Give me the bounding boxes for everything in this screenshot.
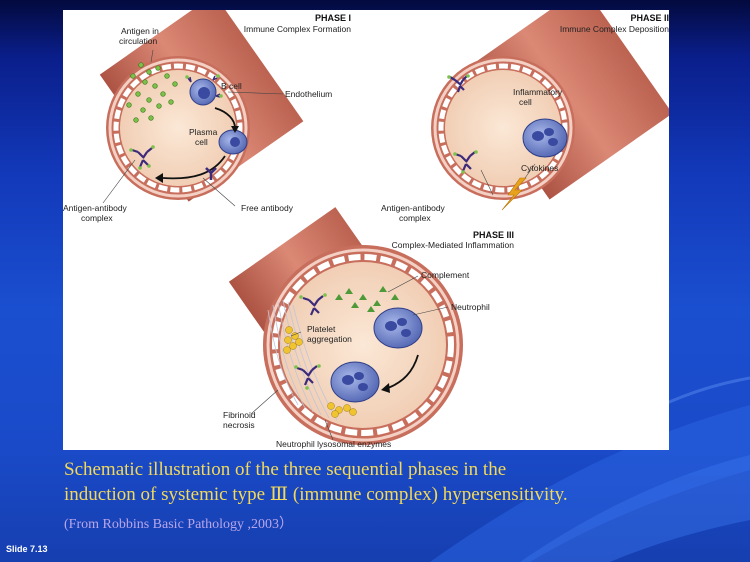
inflammatory-cell (522, 118, 568, 158)
phase2-title: PHASE II (630, 13, 669, 23)
phase3-subtitle: Complex-Mediated Inflammation (392, 240, 515, 250)
neutrophil-cell-2 (330, 361, 380, 403)
p2-complex-icon-2 (454, 151, 476, 172)
label-platelet-line2: aggregation (307, 334, 352, 344)
platelet-cluster-1 (283, 326, 303, 354)
label-p1-complex-line1: Antigen-antibody (63, 203, 128, 213)
b-cell (185, 74, 223, 106)
label-fibrinoid-line1: Fibrinoid (223, 410, 256, 420)
platelet-cluster-2 (327, 402, 357, 418)
caption-line1: Schematic illustration of the three sequ… (64, 459, 507, 480)
p3-complex-icon-2 (296, 365, 318, 386)
diagram-figure: Antigen in circulation B cell Endotheliu… (63, 10, 669, 450)
immune-complex-diagram: Antigen in circulation B cell Endotheliu… (63, 10, 669, 449)
label-neutrophil: Neutrophil (451, 302, 490, 312)
label-cytokines: Cytokines (521, 163, 558, 173)
label-complement: Complement (421, 270, 470, 280)
label-free-antibody: Free antibody (241, 203, 294, 213)
phase1-subtitle: Immune Complex Formation (244, 24, 352, 34)
slide-caption: Schematic illustration of the three sequ… (64, 457, 714, 507)
slide-number: Slide 7.13 (6, 544, 48, 554)
phase1-title: PHASE I (315, 13, 351, 23)
label-inflammatory-line1: Inflammatory (513, 87, 563, 97)
phase2-lumen (445, 70, 561, 186)
free-antibody-icon (205, 167, 217, 180)
phase1-lumen (120, 70, 236, 186)
label-bcell: B cell (221, 81, 242, 91)
antigen-dots (126, 62, 178, 123)
plasma-cell (218, 129, 248, 155)
p3-complex-icon-1 (302, 295, 324, 316)
label-p2-complex-line2: complex (399, 213, 431, 223)
label-p2-complex-line1: Antigen-antibody (381, 203, 446, 213)
caption-line2: induction of systemic type Ⅲ (immune com… (64, 484, 568, 505)
phase2-panel: Inflammatory cell Cytokines Antigen-anti… (381, 10, 669, 223)
fibrinoid-necrosis-area (267, 299, 338, 421)
phase2-subtitle: Immune Complex Deposition (560, 24, 669, 34)
complement-triangles (335, 286, 399, 312)
label-inflammatory-line2: cell (519, 97, 532, 107)
phase3-lumen (280, 262, 446, 428)
label-fibrinoid-line2: necrosis (223, 420, 255, 430)
label-p1-complex-line2: complex (81, 213, 113, 223)
label-endothelium: Endothelium (285, 89, 332, 99)
p2-complex-icon-1 (449, 75, 468, 93)
label-plasma-line2: cell (195, 137, 208, 147)
cytokines-bolt-icon (501, 177, 527, 211)
label-plasma-line1: Plasma (189, 127, 218, 137)
caption-source: (From Robbins Basic Pathology ,2003） (64, 517, 294, 532)
antigen-antibody-complex-icon (131, 147, 153, 168)
phase3-title: PHASE III (473, 230, 514, 240)
label-antigen-line2: circulation (119, 36, 158, 46)
label-antigen-line1: Antigen in (121, 26, 159, 36)
label-enzymes: Neutrophil lysosomal enzymes (276, 439, 391, 449)
label-platelet-line1: Platelet (307, 324, 336, 334)
neutrophil-cell-1 (373, 307, 423, 349)
phase3-panel: Complement Neutrophil Platelet aggregati… (223, 207, 514, 449)
phase1-panel: Antigen in circulation B cell Endotheliu… (63, 10, 351, 223)
